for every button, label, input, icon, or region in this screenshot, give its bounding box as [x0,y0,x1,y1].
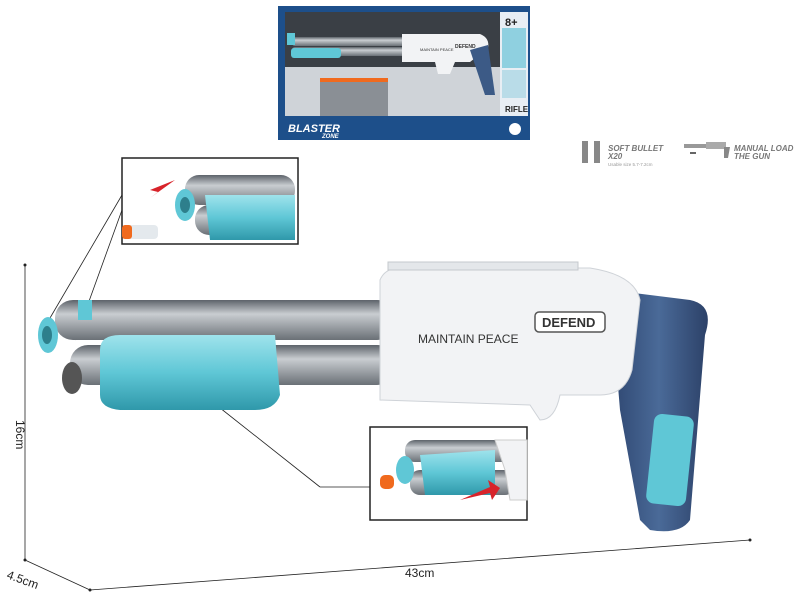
svg-text:SOFT BULLET: SOFT BULLET [608,144,664,153]
brand-logo-sub: ZONE [321,134,340,140]
age-badge: 8+ [505,17,518,29]
arrow-right-icon [460,480,500,500]
grip-pad [646,413,694,507]
depth-dimension: 4.5cm [5,568,41,592]
height-dimension: 16cm [13,420,27,449]
svg-text:MANUAL LOAD: MANUAL LOAD [734,144,794,153]
box-gun-badge: DEFEND [455,44,476,50]
svg-text:Usable size 5.7-7.2cm: Usable size 5.7-7.2cm [608,162,653,167]
certification-seal-icon [509,123,521,135]
arrow-left-icon [150,180,175,198]
gun-side-text: MAINTAIN PEACE [418,332,518,346]
inset-firing [121,157,299,245]
box-gun-text: MAINTAIN PEACE [420,47,454,52]
inset-loading [369,426,528,521]
dart-icon [582,141,588,163]
package-box: MAINTAIN PEACE DEFEND 8+ RIFLE BLASTER Z… [278,6,530,140]
blaster-icon [684,142,730,158]
svg-text:THE GUN: THE GUN [734,152,770,161]
blaster: MAINTAIN PEACE DEFEND [38,261,708,532]
svg-text:X20: X20 [607,152,623,161]
feature-manual-load: MANUAL LOAD THE GUN [684,142,794,161]
brand-logo: BLASTER [288,123,340,135]
dart-tip [122,225,132,239]
pump-forend [100,335,280,410]
gun-badge: DEFEND [542,315,595,330]
type-label: RIFLE [505,105,529,114]
feature-soft-bullet: SOFT BULLET X20 Usable size 5.7-7.2cm [582,141,664,167]
length-dimension: 43cm [405,566,434,580]
dart-pack [320,78,388,116]
barrel-top [55,300,395,340]
